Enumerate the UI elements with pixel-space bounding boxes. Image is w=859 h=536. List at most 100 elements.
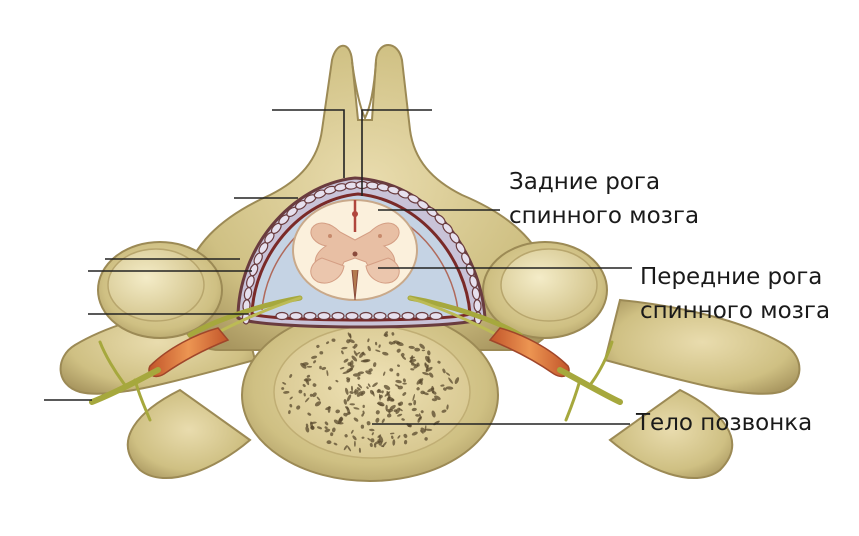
trabecular-pore <box>382 441 387 447</box>
venous-plexus-vessel <box>331 311 345 321</box>
trabecular-pore <box>370 438 375 443</box>
trabecular-pore <box>326 341 330 345</box>
trabecular-pore <box>326 440 332 445</box>
trabecular-pore <box>298 389 303 394</box>
trabecular-pore <box>415 414 420 417</box>
trabecular-pore <box>306 374 311 378</box>
trabecular-pore <box>412 393 415 402</box>
trabecular-pore <box>402 392 407 396</box>
trabecular-pore <box>339 366 345 370</box>
trabecular-pore <box>378 344 381 348</box>
trabecular-pore <box>425 355 430 363</box>
trabecular-pore <box>337 422 344 425</box>
trabecular-pore <box>441 409 447 413</box>
trabecular-pore <box>389 368 394 372</box>
trabecular-pore <box>428 372 434 378</box>
trabecular-pore <box>316 396 321 401</box>
leader-lines <box>44 109 632 425</box>
trabecular-pore <box>303 378 312 382</box>
trabecular-pore <box>365 370 372 375</box>
label-vertebral-body-text: Тело позвонка <box>636 410 813 436</box>
trabecular-bone-pattern-icon <box>281 331 460 453</box>
trabecular-pore <box>431 398 437 402</box>
trabecular-pore <box>346 339 351 344</box>
trabecular-pore <box>374 441 380 445</box>
trabecular-pore <box>302 362 309 366</box>
spinal-cord <box>292 199 418 301</box>
trabecular-pore <box>324 421 329 426</box>
trabecular-pore <box>283 390 290 394</box>
trabecular-pore <box>378 435 384 443</box>
trabecular-pore <box>396 413 403 417</box>
trabecular-pore <box>387 396 395 402</box>
trabecular-pore <box>403 440 408 445</box>
trabecular-pore <box>420 410 424 414</box>
trabecular-pore <box>389 432 395 435</box>
trabecular-pore <box>349 333 352 339</box>
trabecular-pore <box>317 426 322 430</box>
trabecular-pore <box>418 413 422 420</box>
trabecular-pore <box>325 406 332 411</box>
trabecular-pore <box>319 351 324 355</box>
trabecular-pore <box>396 372 400 377</box>
trabecular-pore <box>343 399 347 405</box>
trabecular-pore <box>446 404 449 410</box>
trabecular-pore <box>360 393 364 396</box>
trabecular-pore <box>445 386 454 390</box>
label-anterior-horns: Передние рога спинного мозга <box>640 260 830 328</box>
trabecular-pore <box>448 377 454 384</box>
trabecular-pore <box>350 385 354 392</box>
trabecular-pore <box>385 404 388 411</box>
trabecular-pore <box>353 407 360 410</box>
trabecular-pore <box>410 368 415 371</box>
trabecular-pore <box>420 390 425 395</box>
trabecular-pore <box>442 368 446 374</box>
trabecular-pore <box>377 388 382 393</box>
venous-plexus-vessel <box>317 311 331 321</box>
trabecular-pore <box>400 352 405 357</box>
trabecular-pore <box>353 440 356 447</box>
trabecular-pore <box>330 432 334 437</box>
trabecular-pore <box>344 434 348 438</box>
trabecular-pore <box>333 442 338 446</box>
trabecular-pore <box>341 346 348 350</box>
trabecular-pore <box>281 387 285 390</box>
trabecular-pore <box>374 341 378 346</box>
trabecular-pore <box>372 382 378 387</box>
trabecular-pore <box>383 384 391 390</box>
trabecular-pore <box>356 387 361 391</box>
trabecular-pore <box>427 350 431 356</box>
trabecular-pore <box>437 360 441 364</box>
trabecular-pore <box>422 371 430 376</box>
trabecular-pore <box>432 390 437 395</box>
trabecular-pore <box>358 447 361 453</box>
trabecular-pore <box>375 410 380 415</box>
venous-plexus-vessel <box>275 311 289 321</box>
trabecular-pore <box>341 350 344 355</box>
trabecular-pore <box>324 426 328 430</box>
trabecular-pore <box>395 379 402 384</box>
trabecular-pore <box>379 394 383 399</box>
trabecular-pore <box>361 413 365 417</box>
trabecular-pore <box>346 406 351 414</box>
trabecular-pore <box>331 427 336 433</box>
trabecular-pore <box>307 412 312 416</box>
trabecular-pore <box>353 388 357 394</box>
trabecular-pore <box>408 345 415 349</box>
trabecular-pore <box>373 444 377 448</box>
trabecular-pore <box>349 391 354 394</box>
trabecular-pore <box>409 360 414 365</box>
anterior-horn-shape-icon <box>310 257 400 284</box>
trabecular-pore <box>421 349 426 352</box>
venous-plexus-vessel <box>429 311 443 321</box>
trabecular-pore <box>305 426 310 433</box>
trabecular-pore <box>391 332 395 336</box>
trabecular-pore <box>402 382 407 385</box>
venous-plexus-vessel <box>401 311 415 321</box>
trabecular-pore <box>350 429 354 434</box>
trabecular-pore <box>369 442 373 448</box>
trabecular-pore <box>386 408 394 413</box>
trabecular-pore <box>392 439 396 446</box>
trabecular-pore <box>396 348 401 353</box>
